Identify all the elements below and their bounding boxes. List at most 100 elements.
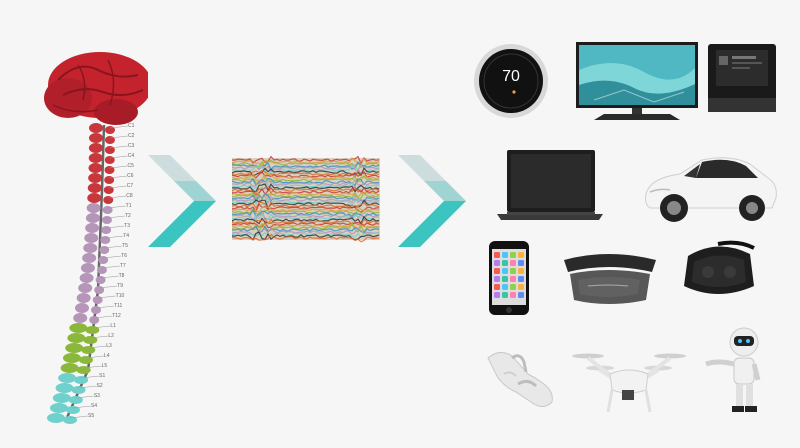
vertebra bbox=[96, 266, 107, 274]
signal-trace bbox=[232, 213, 380, 222]
vertebra bbox=[69, 323, 88, 333]
spine-label: L1 bbox=[110, 323, 116, 329]
vertebra bbox=[85, 223, 100, 233]
spine-label: S1 bbox=[99, 373, 106, 379]
vertebra bbox=[80, 263, 95, 273]
spine-label: T1 bbox=[125, 203, 132, 209]
vertebra bbox=[86, 203, 101, 213]
vertebra bbox=[101, 226, 112, 234]
signal-trace bbox=[232, 169, 380, 178]
vertebra bbox=[98, 256, 109, 264]
vertebra bbox=[88, 153, 103, 163]
vertebra bbox=[76, 293, 91, 303]
humanoid-robot-icon bbox=[700, 326, 772, 416]
vertebra bbox=[104, 146, 115, 154]
signal-trace bbox=[232, 187, 380, 196]
vertebra bbox=[60, 363, 79, 373]
vertebra bbox=[104, 176, 115, 184]
vertebra bbox=[65, 406, 80, 414]
vertebra bbox=[74, 376, 89, 384]
vertebra bbox=[104, 166, 115, 174]
vertebra bbox=[88, 163, 103, 173]
vertebra bbox=[73, 313, 88, 323]
signal-trace bbox=[232, 215, 380, 225]
vertebra bbox=[76, 366, 91, 374]
spine-label: T4 bbox=[123, 233, 130, 239]
vertebra bbox=[65, 343, 84, 353]
vertebra bbox=[85, 213, 100, 223]
vertebra bbox=[82, 253, 97, 263]
vertebra bbox=[52, 393, 71, 403]
vertebra bbox=[104, 156, 115, 164]
signal-trace bbox=[232, 175, 380, 185]
spine-label: T12 bbox=[112, 313, 121, 319]
signal-trace bbox=[232, 179, 380, 188]
signal-trace bbox=[232, 155, 380, 165]
vertebra bbox=[84, 233, 99, 243]
vertebra bbox=[85, 326, 100, 334]
signal-trace bbox=[232, 233, 380, 243]
spine-label: C5 bbox=[127, 163, 134, 169]
vertebra bbox=[81, 346, 96, 354]
spine-label: S2 bbox=[96, 383, 103, 389]
drone-icon bbox=[570, 346, 688, 418]
signal-trace bbox=[232, 166, 380, 175]
spine-label: T5 bbox=[122, 243, 129, 249]
spine-label: C1 bbox=[128, 123, 135, 129]
vertebra bbox=[87, 183, 102, 193]
vertebra bbox=[94, 286, 105, 294]
vertebra bbox=[49, 403, 68, 413]
vertebra bbox=[88, 143, 103, 153]
signal-trace bbox=[232, 221, 380, 229]
smartphone-icon bbox=[488, 240, 530, 316]
vertebra bbox=[47, 413, 65, 423]
brain-icon bbox=[44, 52, 148, 125]
signal-trace bbox=[232, 193, 380, 203]
vertebra bbox=[89, 123, 103, 133]
robotic-hand-icon bbox=[484, 344, 560, 414]
vertebra bbox=[83, 336, 98, 344]
spine-label: S5 bbox=[88, 413, 95, 419]
signal-trace bbox=[232, 221, 379, 231]
vertebra bbox=[74, 303, 89, 313]
vertebra bbox=[104, 136, 115, 144]
spine-label: C3 bbox=[127, 143, 135, 149]
vertebra bbox=[79, 273, 94, 283]
spine-label: C2 bbox=[127, 133, 135, 139]
vertebra bbox=[99, 246, 110, 254]
vertebra bbox=[87, 193, 102, 203]
signal-trace bbox=[232, 183, 380, 193]
vertebra bbox=[78, 283, 93, 293]
spine-label: T3 bbox=[124, 223, 130, 229]
spine-label: T9 bbox=[117, 283, 124, 289]
spine-label: C7 bbox=[126, 183, 134, 189]
vertebra bbox=[89, 316, 100, 324]
signal-trace bbox=[232, 223, 380, 233]
spine-label: T6 bbox=[121, 253, 127, 259]
vertebra bbox=[62, 353, 81, 363]
arrow-right-icon bbox=[398, 155, 466, 247]
vertebra bbox=[95, 276, 106, 284]
electric-car-icon bbox=[640, 150, 780, 226]
vr-headset-icon bbox=[678, 238, 760, 304]
signal-trace bbox=[232, 194, 380, 205]
vertebra bbox=[71, 386, 86, 394]
arrow-right-icon bbox=[148, 155, 216, 247]
vertebra bbox=[83, 243, 98, 253]
vertebra bbox=[88, 173, 103, 183]
vertebra bbox=[58, 373, 77, 383]
spine-label: C8 bbox=[126, 193, 133, 199]
signal-trace bbox=[232, 173, 380, 183]
vertebra bbox=[92, 296, 103, 304]
television-icon bbox=[574, 40, 700, 122]
spine-label: C6 bbox=[127, 173, 134, 179]
vertebra bbox=[88, 133, 103, 143]
spine-label: T11 bbox=[113, 303, 123, 309]
spine-label: L5 bbox=[101, 363, 108, 369]
spine-label: C4 bbox=[127, 153, 135, 159]
signal-trace bbox=[232, 232, 380, 238]
vertebra bbox=[55, 383, 74, 393]
signal-trace bbox=[232, 202, 380, 213]
